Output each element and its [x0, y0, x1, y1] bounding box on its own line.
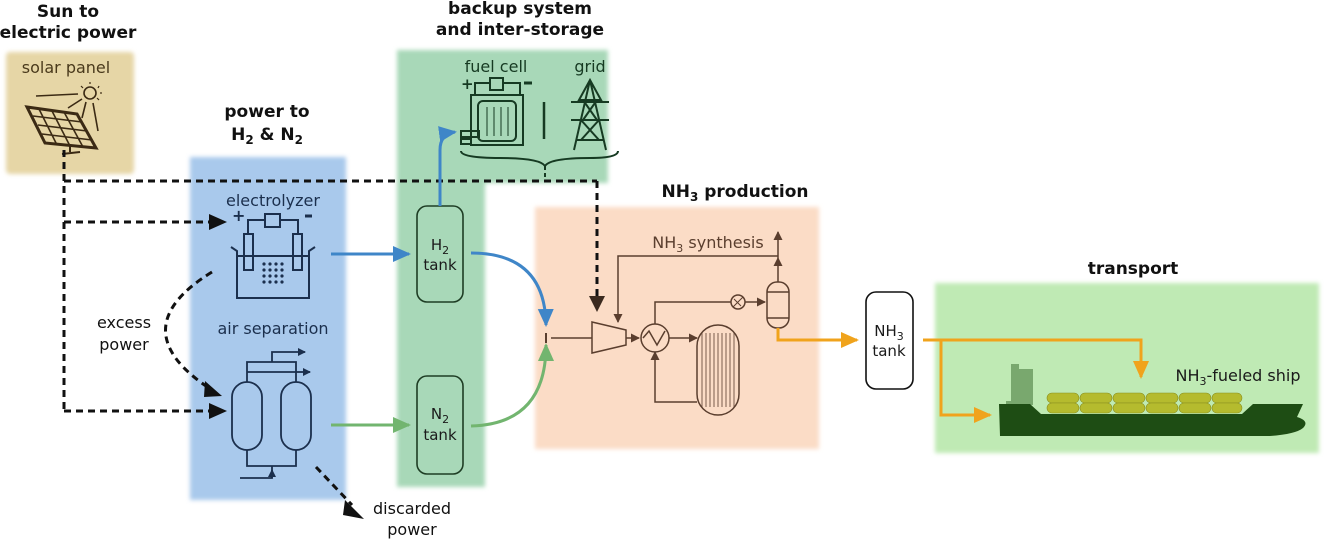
arrow-excess-power: [204, 381, 222, 397]
power-title-line2: H2 & N2: [231, 125, 303, 147]
grid-tower-icon: [571, 77, 609, 151]
air-separation-icon: [231, 348, 312, 479]
electrolyzer-label: electrolyzer: [226, 191, 320, 210]
svg-text:NH3: NH3: [874, 322, 904, 343]
excess-power-line2: power: [99, 335, 149, 354]
transport-title: transport: [1088, 259, 1179, 279]
backup-title-line1: backup system: [448, 0, 592, 19]
nh3-flow: [776, 328, 1149, 423]
heat-exchanger-icon: [640, 323, 670, 353]
svg-text:H2: H2: [431, 236, 449, 257]
sun-title-line2: electric power: [0, 23, 137, 43]
backup-title-line2: and inter-storage: [436, 20, 604, 40]
nh3-process-icon: [545, 231, 790, 416]
svg-text:+: +: [461, 75, 474, 93]
compressor-icon: [591, 321, 627, 354]
power-title-line1: power to: [224, 102, 309, 122]
svg-text:+: +: [232, 206, 245, 225]
svg-text:tank: tank: [872, 342, 906, 360]
solar-panel-label: solar panel: [22, 58, 110, 77]
power-flow-lines: [62, 150, 599, 507]
sun-title-line1: Sun to: [37, 2, 99, 22]
excess-power-line1: excess: [97, 313, 151, 332]
solar-panel-icon: [24, 82, 102, 155]
nh3-title: NH3 production: [661, 182, 808, 204]
grid-label: grid: [574, 57, 605, 76]
nh3-synthesis-label: NH3 synthesis: [652, 233, 763, 255]
arrow-power-to-compressor: [589, 296, 605, 312]
h2-tank[interactable]: H2 tank: [416, 205, 464, 303]
arrow-to-electrolyzer: [209, 214, 227, 230]
air-separation-label: air separation: [217, 319, 328, 338]
electrolyzer-icon: +: [230, 206, 316, 299]
discarded-power-line2: power: [387, 520, 437, 539]
h2-flow: [331, 126, 554, 327]
arrow-to-air-separation: [209, 403, 227, 419]
n2-flow: [331, 343, 554, 433]
svg-text:N2: N2: [431, 405, 449, 426]
nh3-section-bg: [535, 207, 819, 449]
separator-icon: [766, 281, 790, 329]
svg-text:tank: tank: [423, 256, 457, 274]
svg-text:tank: tank: [423, 426, 457, 444]
nh3-tank[interactable]: NH3 tank: [865, 291, 914, 390]
n2-tank[interactable]: N2 tank: [416, 375, 464, 475]
discarded-power-line1: discarded: [373, 499, 451, 518]
fuel-cell-label: fuel cell: [465, 57, 528, 76]
fuel-cell-icon: +: [460, 75, 619, 178]
ship-label: NH3-fueled ship: [1176, 366, 1301, 388]
ship-icon: [999, 364, 1306, 436]
arrow-discarded-power: [343, 500, 364, 519]
